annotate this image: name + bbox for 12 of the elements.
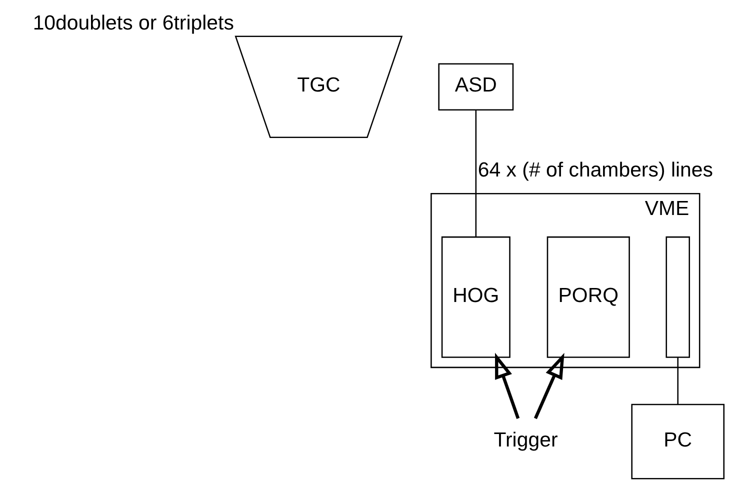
node-text: Trigger: [494, 428, 558, 452]
node-box: PC: [631, 404, 725, 480]
edge-label: 64 x (# of chambers) lines: [478, 158, 713, 182]
connector: [677, 357, 679, 404]
arrow: [495, 352, 520, 419]
arrow: [534, 352, 564, 420]
node-box: [666, 236, 690, 358]
node-box: PORQ: [546, 236, 630, 358]
node-box: HOG: [441, 236, 510, 358]
node-box: ASD: [438, 63, 514, 111]
node-label: 10doublets or 6triplets: [32, 12, 234, 35]
connector: [475, 110, 477, 238]
